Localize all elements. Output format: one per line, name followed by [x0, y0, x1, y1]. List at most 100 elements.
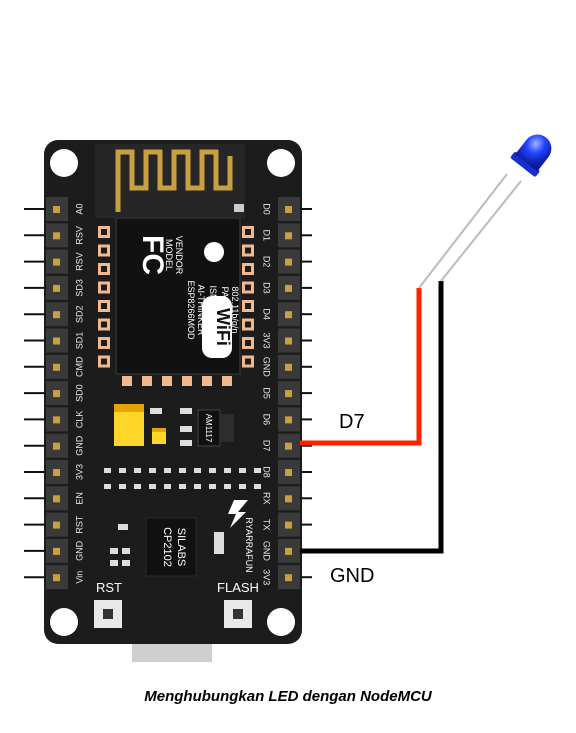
module-pad-hole — [101, 284, 107, 291]
regulator-label: AM1117 — [204, 414, 213, 443]
module-pad-hole — [245, 266, 251, 272]
pin-label-left-sd1: SD1 — [74, 332, 84, 350]
smd-part — [179, 468, 186, 473]
header-pin-pad — [53, 284, 60, 292]
smd-part — [209, 484, 216, 489]
module-text-line: 802.11b/g/n — [230, 287, 240, 334]
module-text-line: ESP8266MOD — [186, 280, 196, 340]
smd-part — [149, 484, 156, 489]
header-pin-pad — [53, 337, 60, 345]
module-pad-hole — [245, 303, 251, 309]
header-pin-pad — [53, 574, 60, 582]
header-pin-pad — [285, 232, 292, 240]
pin-label-left-rst: RST — [74, 515, 84, 534]
pin-label-right-d4: D4 — [262, 308, 272, 320]
pin-label-right-d0: D0 — [262, 203, 272, 215]
reset-button-label: RST — [96, 580, 122, 595]
smd-part — [239, 468, 246, 473]
led-lead-cathode — [440, 180, 522, 282]
header-pin-pad — [285, 206, 292, 213]
module-pad-hole — [245, 340, 251, 346]
header-pin-pad — [285, 547, 292, 555]
smd-part — [122, 548, 130, 554]
header-pin-pad — [53, 232, 60, 240]
pin-label-right-tx: TX — [262, 519, 272, 531]
antenna-trace-icon — [115, 149, 233, 212]
pin-label-left-3v3: 3V3 — [74, 464, 84, 480]
flash-button[interactable] — [224, 600, 252, 628]
pin-label-right-gnd: GND — [262, 357, 272, 378]
header-pin-pad — [285, 363, 292, 371]
wire-label-d7: D7 — [339, 411, 365, 433]
smd-part — [194, 484, 201, 489]
smd-resistor — [180, 440, 192, 446]
smd-part — [224, 484, 231, 489]
wire-gnd — [300, 281, 444, 554]
header-pin-pad — [285, 521, 292, 529]
smd-part — [110, 548, 118, 554]
smd-part — [149, 468, 156, 473]
pin-label-left-cmd: CMD — [74, 356, 84, 377]
pin-label-left-gnd: GND — [74, 540, 84, 561]
wire-d7 — [300, 288, 422, 446]
usb-chip-label-1: SILABS — [175, 528, 187, 567]
smd-part — [214, 532, 224, 554]
smd-part — [119, 484, 126, 489]
header-pin-pad — [285, 495, 292, 503]
module-pad-hole — [101, 229, 107, 235]
smd-resistor — [180, 426, 192, 432]
wifi-logo-icon: WiFi — [202, 296, 233, 358]
module-pad-hole — [245, 321, 251, 328]
module-pad-hole — [101, 321, 107, 328]
module-pad-hole — [101, 303, 107, 309]
pin-label-right-rx: RX — [262, 492, 272, 505]
module-text-line: AI-THINKER — [196, 284, 206, 336]
header-pin-pad — [285, 258, 292, 266]
svg-text:WiFi: WiFi — [213, 308, 233, 346]
smd-part — [209, 468, 216, 473]
module-pad — [202, 376, 212, 386]
module-pad-hole — [101, 340, 107, 346]
module-pad-hole — [101, 266, 107, 272]
led-indicator-icon — [234, 204, 244, 212]
header-pin-pad — [53, 390, 60, 398]
flash-button-label: FLASH — [217, 580, 259, 595]
smd-part — [134, 468, 141, 473]
smd-part — [164, 484, 171, 489]
mounting-hole-icon — [50, 608, 78, 636]
pin-label-right-3v3: 3V3 — [262, 332, 272, 348]
module-pad-hole — [245, 229, 251, 235]
header-pin-pad — [53, 311, 60, 319]
smd-part — [150, 408, 162, 414]
module-pad-hole — [245, 284, 251, 291]
led-bulb-icon — [515, 134, 552, 172]
smd-part — [254, 468, 261, 473]
mounting-hole-icon — [267, 608, 295, 636]
module-pad — [122, 376, 132, 386]
mounting-hole-icon — [50, 149, 78, 177]
module-pad — [142, 376, 152, 386]
smd-part — [118, 524, 128, 530]
pin-label-left-gnd: GND — [74, 435, 84, 456]
module-pad-hole — [245, 358, 251, 365]
header-pin-pad — [285, 442, 292, 450]
reset-button[interactable] — [94, 600, 122, 628]
led-component — [418, 134, 552, 289]
pin-label-left-clk: CLK — [74, 411, 84, 429]
header-pin-pad — [285, 469, 292, 476]
smd-part — [104, 484, 111, 489]
smd-part — [134, 484, 141, 489]
header-pin-pad — [53, 416, 60, 424]
smd-part — [254, 484, 261, 489]
header-pin-pad — [53, 206, 60, 213]
smd-resistor — [180, 408, 192, 414]
regulator-tab — [220, 414, 234, 442]
smd-part — [239, 484, 246, 489]
header-pin-pad — [53, 547, 60, 555]
maker-label: RYARRAFUN — [244, 517, 254, 572]
module-pad — [222, 376, 232, 386]
smd-part — [119, 468, 126, 473]
pin-label-right-d6: D6 — [262, 414, 272, 426]
pin-label-left-vin: Vin — [74, 571, 84, 584]
